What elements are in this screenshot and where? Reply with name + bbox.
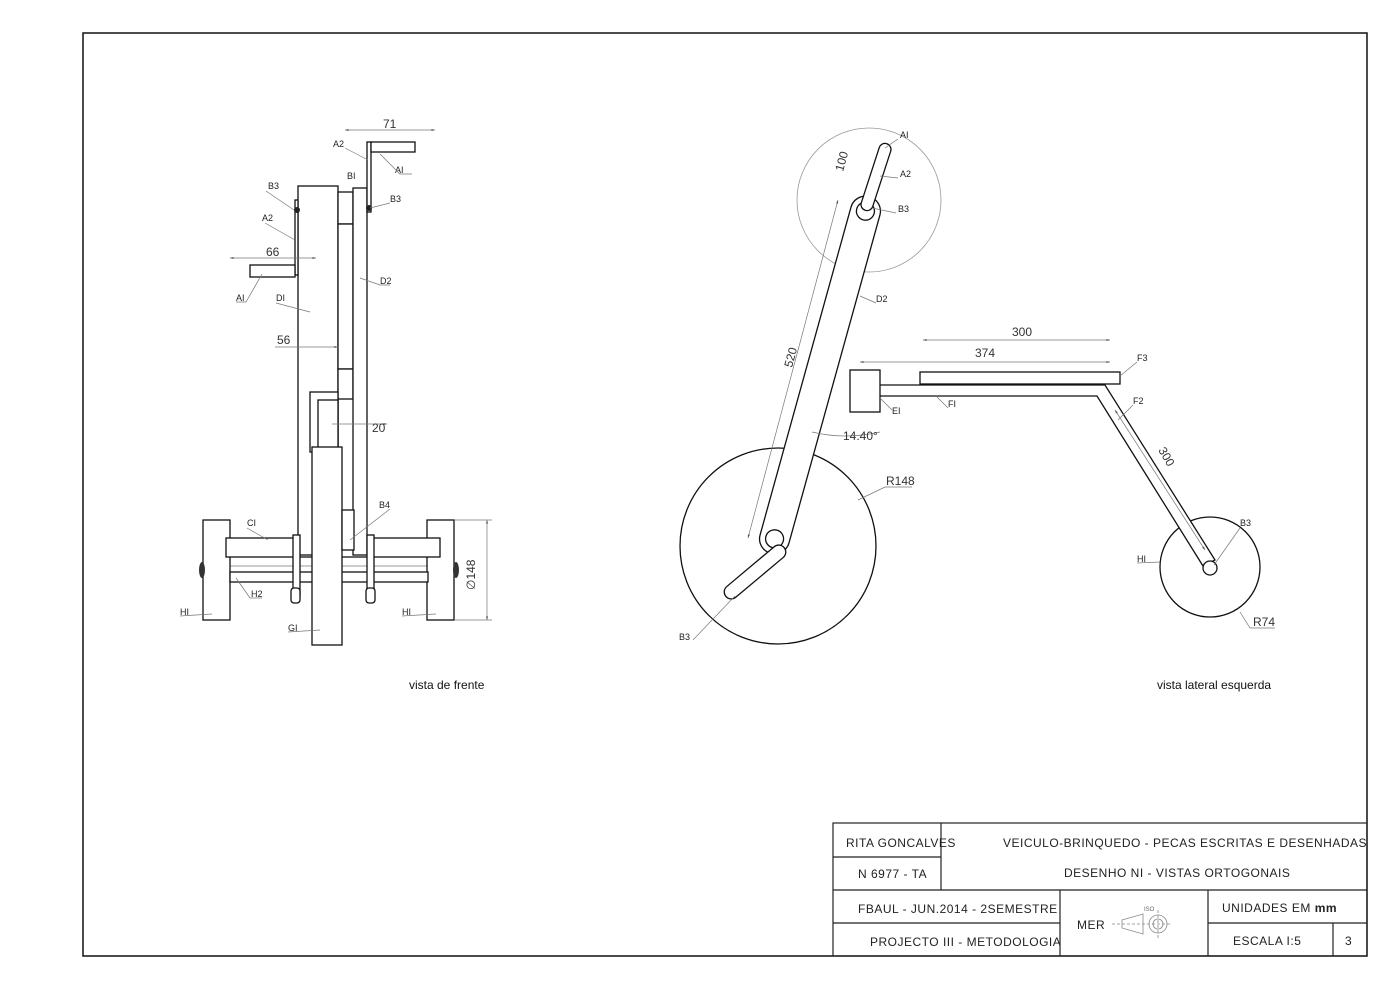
course-name: PROJECTO III - METODOLOGIA: [870, 935, 1061, 949]
label-h1-left: HI: [180, 607, 189, 617]
scale-label: ESCALA I:5: [1233, 934, 1301, 948]
block-b4: [341, 509, 355, 551]
label-a1-side: AI: [900, 130, 909, 140]
dim-71: 71: [383, 117, 397, 131]
projection-method: MER: [1077, 918, 1105, 932]
bar-f3: [919, 371, 1121, 385]
side-view-caption: vista lateral esquerda: [1157, 678, 1271, 692]
front-wheel-h1-left: [202, 519, 231, 621]
label-h2: H2: [251, 589, 263, 599]
label-f1: FI: [948, 399, 956, 409]
handle-a2-side: [860, 142, 892, 212]
label-b3-top: B3: [898, 204, 909, 214]
label-d1: DI: [276, 293, 285, 303]
student-number: N 6977 - TA: [858, 867, 927, 881]
dim-300-top: 300: [1012, 325, 1032, 339]
handle-a1-left: [249, 264, 296, 278]
label-a2-side: A2: [900, 169, 911, 179]
handle-a1-side: [723, 544, 787, 600]
title-block: [832, 822, 1368, 957]
handle-a1-top: [370, 141, 416, 153]
plank-d2: [352, 187, 368, 556]
project-title: VEICULO-BRINQUEDO - PECAS ESCRITAS E DES…: [1003, 836, 1367, 850]
front-view-caption: vista de frente: [409, 678, 485, 692]
label-a1-left: AI: [236, 293, 245, 303]
units-label: UNIDADES EM mm: [1222, 901, 1337, 915]
dim-r148: R148: [886, 474, 915, 488]
label-b3-bottom: B3: [679, 632, 690, 642]
label-f3: F3: [1137, 353, 1148, 363]
label-b1: BI: [347, 171, 356, 181]
label-b3-right: B3: [390, 194, 401, 204]
dim-r74: R74: [1253, 615, 1275, 629]
label-a2-top: A2: [333, 139, 344, 149]
dim-diameter-148: ∅148: [464, 559, 478, 590]
label-g1: GI: [288, 623, 298, 633]
label-a2-left: A2: [262, 213, 273, 223]
drawing-title: DESENHO NI - VISTAS ORTOGONAIS: [1064, 866, 1290, 880]
author-name: RITA GONCALVES: [846, 836, 956, 850]
front-wheel-h1-right: [426, 519, 455, 621]
dim-angle: 14.40°: [843, 429, 878, 443]
dim-374: 374: [975, 346, 995, 360]
label-c1: CI: [247, 518, 256, 528]
label-a1-top: AI: [395, 165, 404, 175]
label-b3-left: B3: [268, 181, 279, 191]
dim-300-diagonal: 300: [1155, 445, 1177, 470]
dim-520: 520: [781, 345, 800, 368]
block-e1: [849, 369, 881, 413]
label-d2-side: D2: [876, 294, 888, 304]
handle-a2-left: [294, 199, 299, 276]
iso-label: ISO: [1144, 907, 1155, 913]
side-view: 300 374 520 100 300 14.40° R148 R74 AI A…: [679, 127, 1275, 692]
handle-a2-top: [366, 141, 372, 213]
dim-100: 100: [832, 149, 851, 172]
projection-symbol-icon: [1112, 910, 1172, 938]
label-f2: F2: [1133, 396, 1144, 406]
label-h1-right: HI: [402, 607, 411, 617]
sheet-border: [82, 32, 1368, 957]
label-e1: EI: [892, 406, 901, 416]
label-d2: D2: [380, 276, 392, 286]
label-h1-side: HI: [1137, 554, 1146, 564]
dim-66: 66: [266, 245, 280, 259]
sheet-number: 3: [1345, 934, 1352, 948]
front-view: 71 66 56 20 ∅148 A2 AI BI B3 B3 A2 D2 AI…: [179, 117, 492, 692]
dim-20: 20: [372, 421, 386, 435]
dim-56: 56: [277, 333, 291, 347]
label-b3-rear: B3: [1240, 518, 1251, 528]
label-b4: B4: [379, 500, 390, 510]
wheel-g1: [311, 446, 343, 646]
institution-date: FBAUL - JUN.2014 - 2SEMESTRE: [858, 902, 1058, 916]
block-b1: [337, 191, 354, 225]
